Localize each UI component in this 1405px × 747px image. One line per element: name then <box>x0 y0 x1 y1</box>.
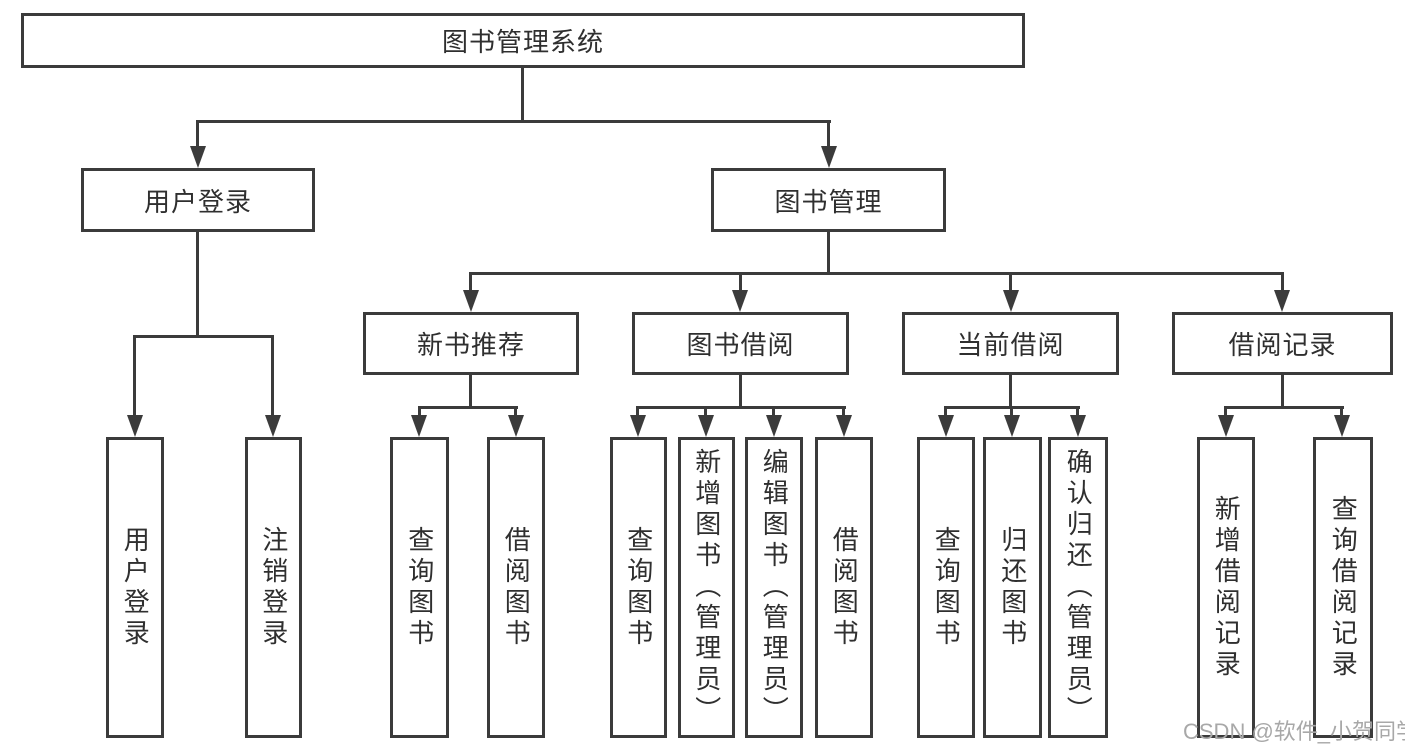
connector-line <box>827 232 830 272</box>
arrow-down-icon <box>1274 290 1290 312</box>
connector-line <box>1076 406 1079 420</box>
connector-line <box>196 120 831 123</box>
arrow-down-icon <box>938 415 954 437</box>
connector-line <box>418 406 518 409</box>
connector-line <box>739 272 742 296</box>
connector-line <box>636 406 846 409</box>
connector-line <box>739 375 742 406</box>
node-return-book: 归还图书 <box>983 437 1042 738</box>
connector-line <box>772 406 775 420</box>
connector-line <box>1224 406 1344 409</box>
node-add-book-admin: 新增图书（管理员） <box>678 437 735 738</box>
node-root: 图书管理系统 <box>21 13 1025 68</box>
connector-line <box>636 406 639 420</box>
node-current-borrowing: 当前借阅 <box>902 312 1119 375</box>
node-logout: 注销登录 <box>245 437 302 738</box>
connector-line <box>514 406 517 420</box>
arrow-down-icon <box>411 415 427 437</box>
connector-line <box>196 120 199 152</box>
connector-line <box>1009 375 1012 406</box>
connector-line <box>1224 406 1227 420</box>
arrow-down-icon <box>1004 415 1020 437</box>
node-add-borrow-record: 新增借阅记录 <box>1197 437 1255 738</box>
connector-line <box>271 335 274 419</box>
arrow-down-icon <box>698 415 714 437</box>
node-book-borrowing: 图书借阅 <box>632 312 849 375</box>
arrow-down-icon <box>463 290 479 312</box>
connector-line <box>842 406 845 420</box>
node-borrow-records: 借阅记录 <box>1172 312 1393 375</box>
node-new-book-recommend: 新书推荐 <box>363 312 579 375</box>
node-query-books-current: 查询图书 <box>917 437 975 738</box>
arrow-down-icon <box>127 415 143 437</box>
connector-line <box>1009 272 1012 296</box>
connector-line <box>1340 406 1343 420</box>
arrow-down-icon <box>265 415 281 437</box>
connector-line <box>827 120 830 152</box>
arrow-down-icon <box>190 146 206 168</box>
connector-line <box>521 68 524 120</box>
arrow-down-icon <box>1070 415 1086 437</box>
connector-line <box>133 335 274 338</box>
node-confirm-return-admin: 确认归还（管理员） <box>1048 437 1108 738</box>
arrow-down-icon <box>732 290 748 312</box>
connector-line <box>196 232 199 335</box>
node-query-borrow-record: 查询借阅记录 <box>1313 437 1373 738</box>
arrow-down-icon <box>1334 415 1350 437</box>
watermark: CSDN @软件_小贺同学 <box>1183 719 1405 744</box>
arrow-down-icon <box>1003 290 1019 312</box>
connector-line <box>944 406 947 420</box>
connector-line <box>418 406 421 420</box>
node-user-login-leaf: 用户登录 <box>106 437 164 738</box>
arrow-down-icon <box>1218 415 1234 437</box>
node-borrow-books-recommend: 借阅图书 <box>487 437 545 738</box>
arrow-down-icon <box>821 146 837 168</box>
connector-line <box>1281 272 1284 296</box>
arrow-down-icon <box>630 415 646 437</box>
node-query-books-borrowing: 查询图书 <box>610 437 667 738</box>
connector-line <box>469 375 472 406</box>
connector-line <box>704 406 707 420</box>
arrow-down-icon <box>836 415 852 437</box>
connector-line <box>1281 375 1284 406</box>
node-borrow-books: 借阅图书 <box>815 437 873 738</box>
connector-line <box>133 335 136 419</box>
arrow-down-icon <box>766 415 782 437</box>
connector-line <box>1010 406 1013 420</box>
node-query-books-recommend: 查询图书 <box>390 437 449 738</box>
connector-line <box>469 272 1284 275</box>
arrow-down-icon <box>508 415 524 437</box>
node-book-management: 图书管理 <box>711 168 946 232</box>
connector-line <box>469 272 472 296</box>
node-edit-book-admin: 编辑图书（管理员） <box>745 437 803 738</box>
node-user-login: 用户登录 <box>81 168 315 232</box>
